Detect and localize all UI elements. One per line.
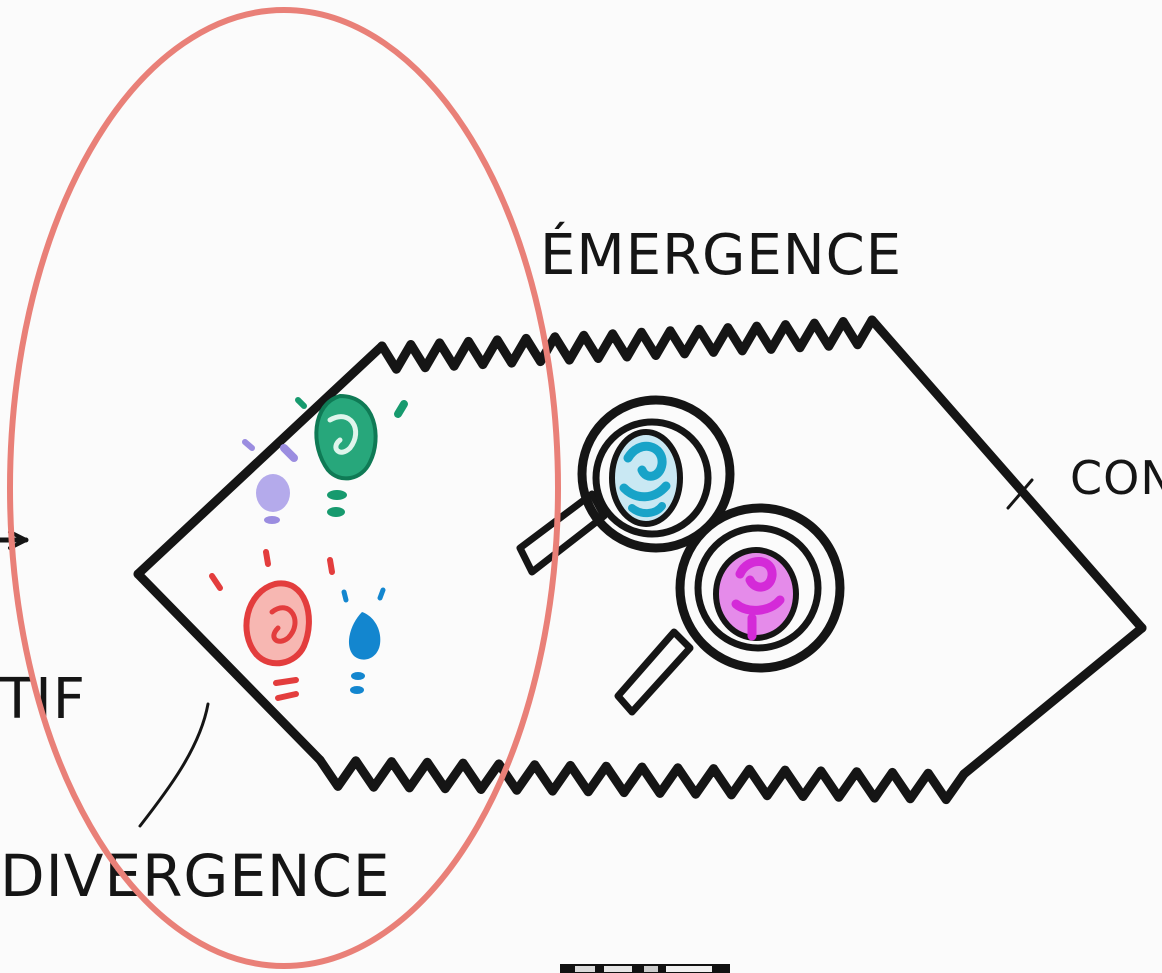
emergence-label: ÉMERGENCE — [540, 223, 902, 288]
convergence-lower-edge — [964, 628, 1142, 774]
divergence-pointer-line — [140, 704, 208, 826]
divergence-label: DIVERGENCE — [0, 842, 391, 910]
blue-lightbulb-icon — [344, 590, 383, 694]
process-shape — [138, 320, 1142, 800]
emergence-top-zigzag — [382, 320, 872, 369]
red-lightbulb-icon — [212, 552, 332, 698]
magnifying-glass-icon — [520, 400, 730, 572]
convergence-label: CON — [1070, 451, 1162, 505]
bottom-artifact — [560, 964, 730, 973]
magnifying-glass-icon — [618, 508, 840, 712]
emergence-bottom-zigzag — [320, 760, 964, 800]
